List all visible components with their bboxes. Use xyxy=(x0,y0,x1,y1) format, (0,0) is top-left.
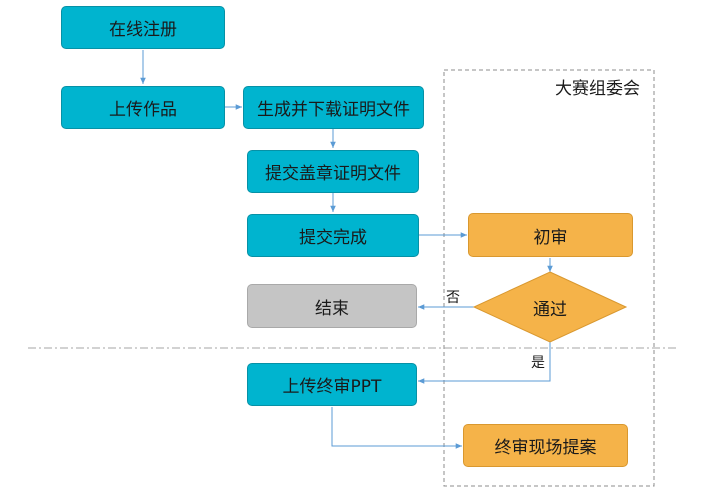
edge-label-no: 否 xyxy=(446,290,460,306)
pass-decision-diamond xyxy=(472,271,628,343)
node-generate-certificate: 生成并下载证明文件 xyxy=(243,86,424,129)
node-pass-decision-label: 通过 xyxy=(533,299,567,320)
edge-label-yes: 是 xyxy=(531,355,545,371)
node-first-review: 初审 xyxy=(468,213,633,257)
node-submit-complete: 提交完成 xyxy=(247,214,419,257)
node-end: 结束 xyxy=(247,284,417,328)
node-register: 在线注册 xyxy=(61,6,225,49)
node-upload-final-ppt: 上传终审PPT xyxy=(247,363,417,406)
committee-region xyxy=(443,69,655,487)
node-final-onsite-proposal: 终审现场提案 xyxy=(463,424,628,467)
committee-label: 大赛组委会 xyxy=(555,79,640,99)
node-submit-stamped-certificate: 提交盖章证明文件 xyxy=(247,150,419,193)
arrow-pass-yes-to-ppt xyxy=(418,342,551,384)
node-upload-work: 上传作品 xyxy=(61,86,225,129)
arrow-ppt-to-onsite xyxy=(331,407,462,449)
